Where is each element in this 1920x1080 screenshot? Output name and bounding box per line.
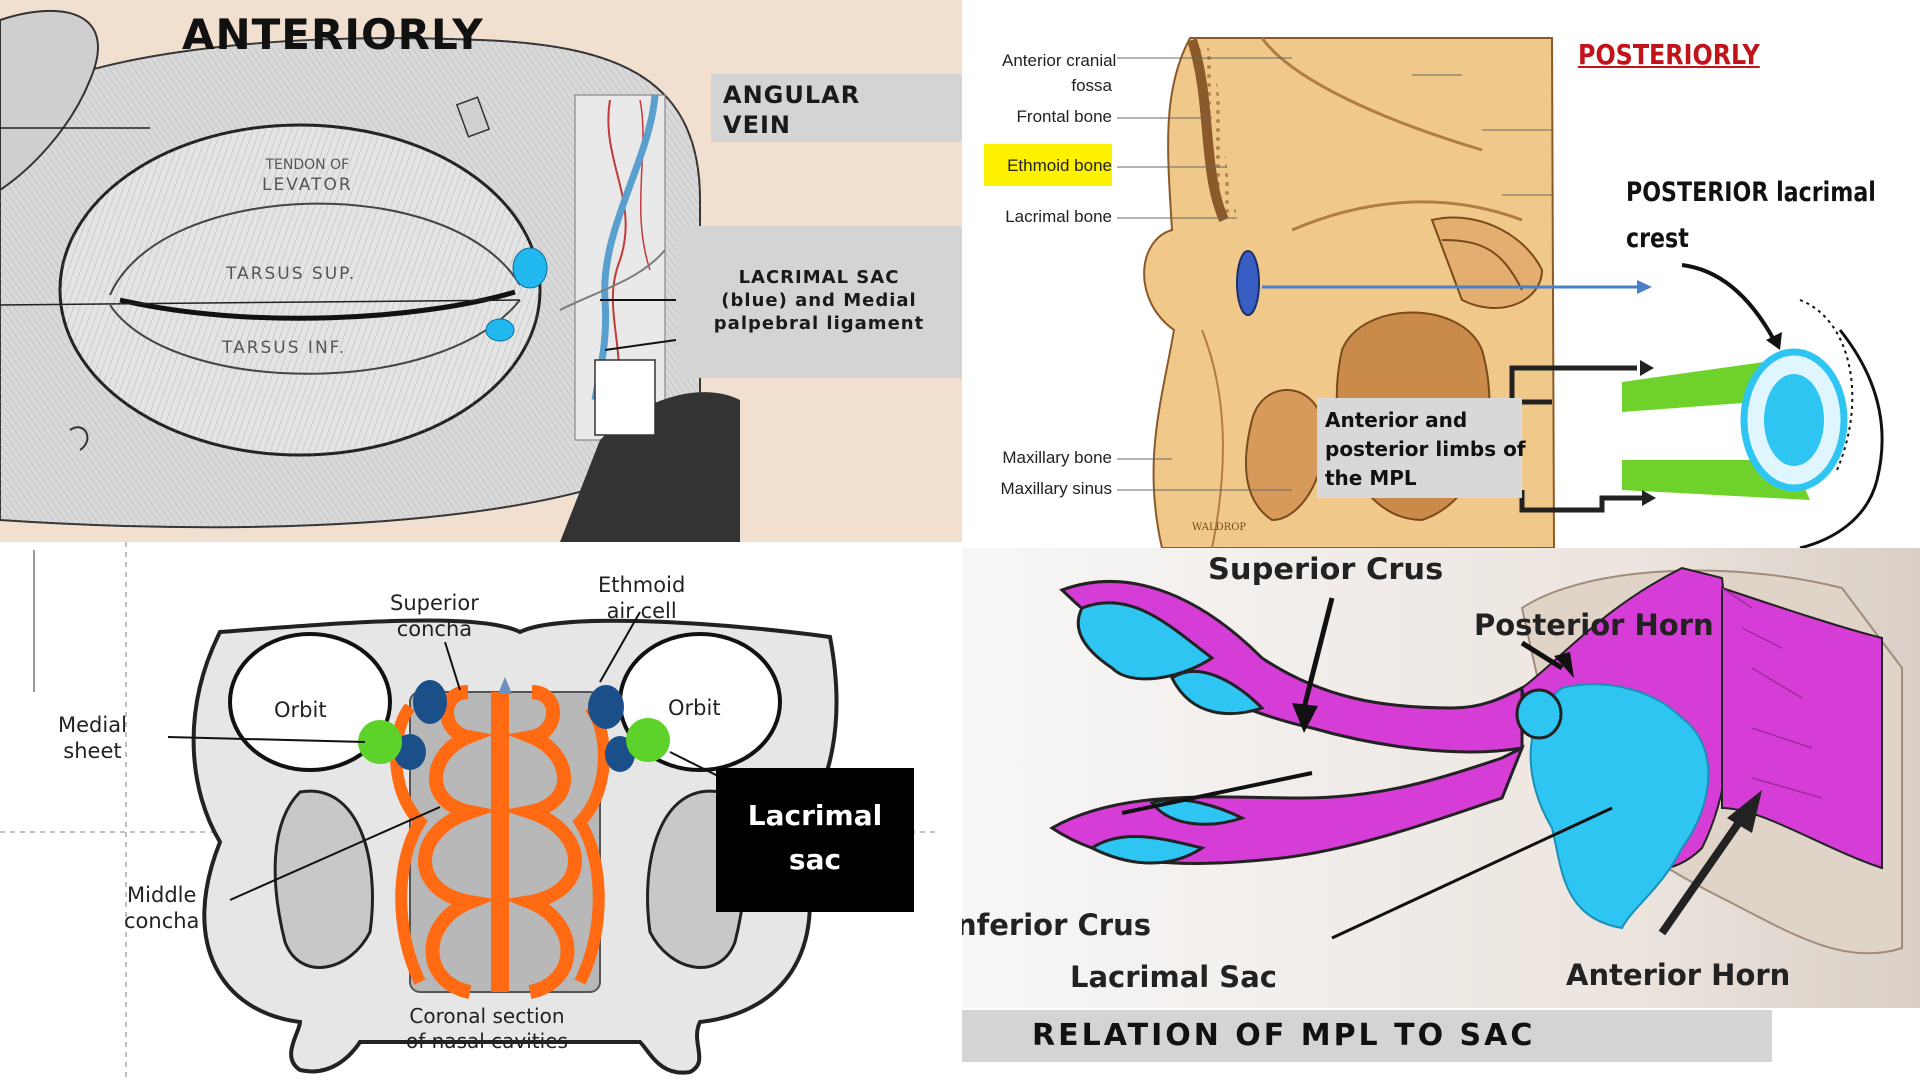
maxillary-sinus-label: Maxillary sinus [1000,479,1112,498]
artist-signature: WALDROP [1192,522,1247,533]
maxillary-bone-label: Maxillary bone [1002,448,1112,467]
posterior-horn-label: Posterior Horn [1474,608,1714,642]
mpl-relation-caption: RELATION OF MPL TO SAC [1032,1018,1536,1053]
ethmoid-air-cell-label: Ethmoid air cell [598,572,685,624]
sac-callout-line3: palpebral ligament [713,313,925,334]
orbit-right-label: Orbit [668,696,721,720]
anterior-view-title: ANTERIORLY [182,10,484,59]
posterior-lacrimal-crest-label: POSTERIOR lacrimal crest [1626,170,1876,262]
tendon-of-levator-label: TENDON OF LEVATOR [262,155,353,195]
angular-vein-line2: VEIN [723,111,791,139]
anterior-cranial-fossa-label: Anterior cranial fossa [1002,48,1117,98]
anterior-horn-label: Anterior Horn [1566,958,1791,992]
lacrimal-bone-label: Lacrimal bone [1005,207,1112,226]
angular-vein-text: ANGULAR VEIN [723,80,860,140]
sac-box-line2: sac [788,843,842,876]
middle-concha-label: Middle concha [124,882,199,934]
coronal-section-caption: Coronal section of nasal cavities [406,1004,568,1054]
superior-concha-line2: concha [396,617,473,641]
angular-vein-line1: ANGULAR [723,81,861,109]
frontal-bone-label: Frontal bone [1016,107,1112,126]
crest-line2: crest [1626,223,1689,254]
lacrimal-sac-box: Lacrimal sac [716,768,914,912]
posterior-view-title: POSTERIORLY [1578,38,1760,71]
medial-sheet-line2: sheet [63,739,122,763]
mpl-limbs-text: Anterior and posterior limbs of the MPL [1325,406,1526,493]
middle-concha-line2: concha [124,909,200,933]
sac-callout-line1: LACRIMAL SAC [738,267,900,288]
middle-concha-line1: Middle [127,883,197,907]
ethmoid-air-cell-line2: air cell [606,599,677,623]
mpl-line1: Anterior and [1325,408,1468,432]
inferior-crus-label: nferior Crus [962,908,1151,942]
tendon-label-line2: LEVATOR [262,175,353,195]
lacrimal-sac-box-text: Lacrimal sac [716,794,914,882]
ethmoid-air-cell-line1: Ethmoid [598,573,686,597]
superior-concha-line1: Superior [390,591,479,615]
superior-concha-label: Superior concha [390,590,479,642]
caption-line2: of nasal cavities [406,1029,568,1053]
tendon-label-line1: TENDON OF [265,157,350,173]
acf-line2: fossa [1071,76,1112,95]
mpl-relation-illustration [962,548,1920,1062]
lacrimal-sac-label: Lacrimal Sac [1070,960,1277,994]
angular-vein-callout: ANGULAR VEIN [711,74,962,142]
coronal-section-diagram [0,542,940,1080]
mpl-line2: posterior limbs of [1325,437,1526,461]
ethmoid-bone-label: Ethmoid bone [1007,156,1112,175]
superior-crus-label: Superior Crus [1208,552,1444,586]
sac-box-line1: Lacrimal [747,799,883,832]
ethmoid-bone-highlight [984,144,1112,186]
caption-line1: Coronal section [409,1004,565,1028]
medial-sheet-label: Medial sheet [58,712,127,764]
mpl-relation-panel: Superior Crus Posterior Horn nferior Cru… [962,548,1920,1080]
orbit-left-label: Orbit [274,698,327,722]
sac-callout-line2: (blue) and Medial [721,290,917,311]
lacrimal-sac-callout: LACRIMAL SAC (blue) and Medial palpebral… [676,226,962,378]
anterior-eyelid-illustration [0,9,740,542]
medial-sheet-line1: Medial [58,713,127,737]
posterior-view-panel: Anterior cranial fossa Frontal bone Ethm… [962,0,1920,548]
tarsus-inferior-label: TARSUS INF. [222,338,347,358]
coronal-section-panel: Superior concha Ethmoid air cell Orbit O… [0,542,962,1080]
mpl-limbs-callout: Anterior and posterior limbs of the MPL [1317,398,1526,498]
lacrimal-sac-callout-text: LACRIMAL SAC (blue) and Medial palpebral… [676,266,962,335]
anterior-view-panel: ANTERIORLY TENDON OF LEVATOR TARSUS SUP.… [0,0,962,542]
acf-line1: Anterior cranial [1002,51,1117,70]
crest-line1: POSTERIOR lacrimal [1626,177,1876,208]
mpl-line3: the MPL [1325,466,1417,490]
tarsus-superior-label: TARSUS SUP. [226,264,357,284]
